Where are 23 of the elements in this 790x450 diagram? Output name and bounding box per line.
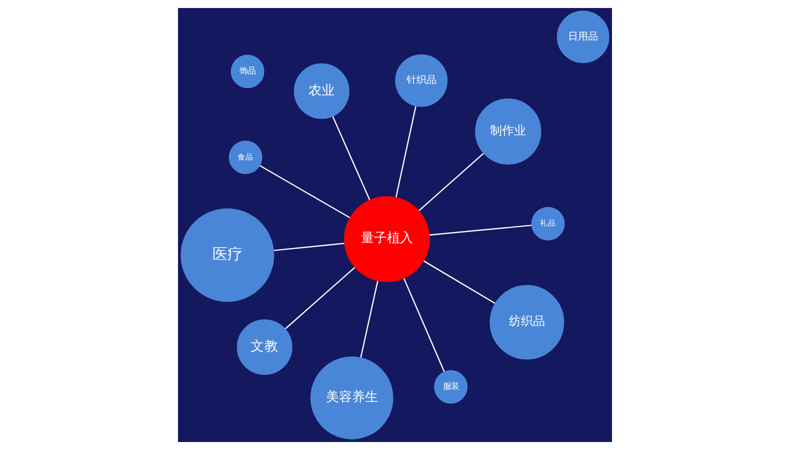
- node-circle: 农业: [294, 63, 350, 119]
- node-circle: 饰品: [230, 54, 264, 88]
- connector: [274, 242, 344, 252]
- node-circle: 针织品: [395, 54, 448, 107]
- connector: [360, 280, 378, 358]
- connector: [403, 278, 445, 372]
- connector: [423, 260, 496, 304]
- connector: [418, 152, 484, 212]
- connector: [395, 106, 416, 198]
- node-circle: 美容养生: [310, 356, 394, 440]
- node-circle: 服装: [434, 370, 468, 404]
- node-circle: 食品: [228, 140, 262, 174]
- node-circle: 制作业: [475, 98, 542, 165]
- connector: [260, 165, 350, 218]
- node-circle: 医疗: [180, 208, 274, 302]
- node-circle: 文教: [236, 319, 292, 375]
- connector: [332, 116, 370, 200]
- node-circle: 纺织品: [490, 285, 564, 360]
- connector: [429, 224, 532, 236]
- node-circle: 礼品: [531, 207, 565, 240]
- node-circle: 量子植入: [344, 196, 430, 282]
- node-circle: 日用品: [556, 10, 610, 64]
- connector: [285, 267, 356, 330]
